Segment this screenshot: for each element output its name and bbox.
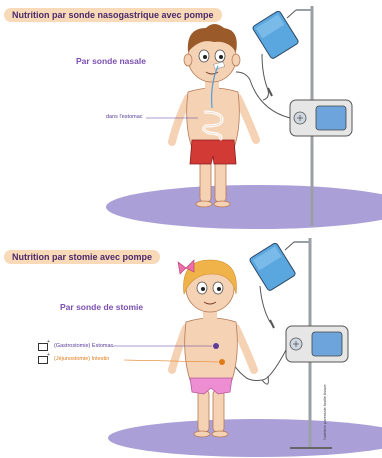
nasogastric-panel: Nutrition par sonde nasogastrique avec p… (0, 0, 382, 230)
checkbox-gastrostomy: + (38, 343, 48, 351)
gastrostomy-site (213, 343, 219, 349)
feeding-bag (252, 10, 299, 59)
panel-subtitle: Par sonde nasale (76, 56, 146, 66)
nasogastric-illustration (0, 0, 382, 230)
checkbox-jejunostomy: + (38, 356, 48, 364)
red-shorts (190, 140, 236, 164)
panel-subtitle: Par sonde de stomie (60, 302, 143, 312)
feeding-pump (286, 326, 348, 362)
drip-tube (262, 54, 268, 100)
stoma-tube (230, 350, 286, 381)
jejunostomy-label: (Jéjunostomie) Intestin (54, 356, 109, 362)
credit-text: Nutrition parentale fusille tissue (322, 370, 327, 440)
stomach-label: dans l'estomac (106, 114, 143, 120)
girl-figure (172, 260, 254, 437)
jejunostomy-site (219, 359, 225, 365)
panel-title: Nutrition par stomie avec pompe (4, 250, 160, 264)
pink-underwear (190, 378, 232, 394)
gastrostomy-label: (Gastrostomie) Estomac (54, 343, 113, 349)
feeding-pump (290, 100, 352, 136)
feeding-bag (249, 242, 296, 291)
ground-shadow (108, 419, 382, 457)
drip-tube (260, 286, 270, 322)
boy-figure (172, 24, 256, 207)
ground-shadow (106, 185, 382, 229)
stoma-panel: Nutrition par stomie avec pompe Par sond… (0, 230, 382, 458)
panel-title: Nutrition par sonde nasogastrique avec p… (4, 8, 222, 22)
